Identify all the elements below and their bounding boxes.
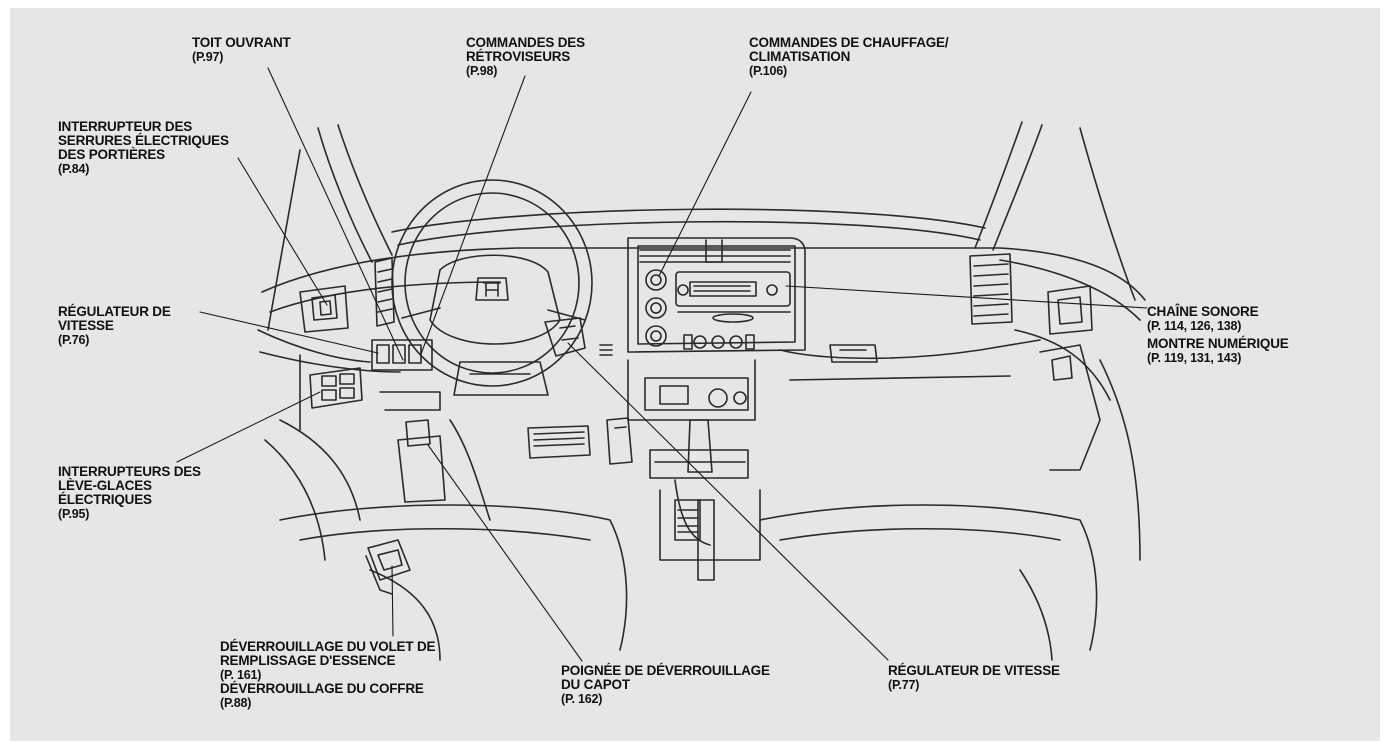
label-text: COMMANDES DES <box>466 35 585 50</box>
label-text: POIGNÉE DE DÉVERROUILLAGE <box>561 663 770 678</box>
label-regulateur-vitesse-right: RÉGULATEUR DE VITESSE (P.77) <box>888 663 1060 693</box>
leader-regulateur-right <box>567 342 889 661</box>
glovebox <box>789 344 1011 381</box>
page-ref: (P. 119, 131, 143) <box>1147 351 1242 365</box>
label-text: SERRURES ÉLECTRIQUES <box>58 133 229 148</box>
label-deverrouillage-essence: DÉVERROUILLAGE DU VOLET DE REMPLISSAGE D… <box>220 639 436 711</box>
leader-essence <box>391 565 394 637</box>
label-chaine-sonore: CHAÎNE SONORE (P. 114, 126, 138) MONTRE … <box>1147 304 1289 366</box>
audio-unit <box>675 271 791 350</box>
label-text: VITESSE <box>58 318 114 333</box>
label-text: DU CAPOT <box>561 677 630 692</box>
label-poignee-capot: POIGNÉE DE DÉVERROUILLAGE DU CAPOT (P. 1… <box>561 663 770 707</box>
pedals <box>527 417 633 465</box>
label-interrupteurs-leve-glaces: INTERRUPTEURS DES LÈVE-GLACES ÉLECTRIQUE… <box>58 464 201 522</box>
page-ref: (P.95) <box>58 507 90 521</box>
right-door <box>1039 285 1141 561</box>
steering-wheel <box>391 179 593 396</box>
leader-chauffage <box>658 91 752 277</box>
leader-regulateur-left <box>199 311 379 354</box>
label-regulateur-vitesse-left: RÉGULATEUR DE VITESSE (P.76) <box>58 304 171 348</box>
leader-lines <box>176 67 1148 662</box>
page-ref: (P. 161) <box>220 668 262 682</box>
label-text: REMPLISSAGE D'ESSENCE <box>220 653 396 668</box>
hood-release <box>397 419 491 521</box>
label-text: RÉGULATEUR DE VITESSE <box>888 663 1060 678</box>
label-text: INTERRUPTEUR DES <box>58 119 193 134</box>
left-window-switches <box>264 367 363 561</box>
left-switch-cluster <box>371 339 441 411</box>
leader-leveglaces <box>176 391 321 463</box>
label-text: DÉVERROUILLAGE DU VOLET DE <box>220 639 436 654</box>
leader-retro <box>420 75 526 355</box>
label-commandes-chauffage: COMMANDES DE CHAUFFAGE/ CLIMATISATION (P… <box>749 35 949 79</box>
page-ref: (P. 162) <box>561 692 603 706</box>
windshield-frame <box>267 121 1136 331</box>
left-door-lock <box>299 285 349 333</box>
label-text: CLIMATISATION <box>749 49 851 64</box>
label-interrupteur-serrures: INTERRUPTEUR DES SERRURES ÉLECTRIQUES DE… <box>58 119 229 177</box>
leader-toit <box>267 67 404 361</box>
illustration-panel <box>10 8 1380 741</box>
left-vent <box>374 257 395 327</box>
label-text: ÉLECTRIQUES <box>58 492 152 507</box>
label-text: RÉGULATEUR DE <box>58 304 171 319</box>
label-text: MONTRE NUMÉRIQUE <box>1147 336 1289 351</box>
leader-serrures <box>237 157 328 306</box>
label-text: CHAÎNE SONORE <box>1147 304 1259 319</box>
label-commandes-retroviseurs: COMMANDES DES RÉTROVISEURS (P.98) <box>466 35 585 79</box>
page-ref: (P.76) <box>58 333 90 347</box>
fuel-trunk-release <box>365 539 411 595</box>
page-ref: (P.97) <box>192 50 224 64</box>
label-text: RÉTROVISEURS <box>466 49 571 64</box>
page-ref: (P.77) <box>888 678 920 692</box>
center-console <box>599 344 761 581</box>
seats <box>279 504 1098 661</box>
label-toit-ouvrant: TOIT OUVRANT (P.97) <box>192 35 291 65</box>
page-ref: (P.88) <box>220 696 252 710</box>
label-text: DES PORTIÈRES <box>58 147 165 162</box>
page-ref: (P.84) <box>58 162 90 176</box>
right-vent <box>969 253 1013 325</box>
label-text: LÈVE-GLACES <box>58 478 152 493</box>
page-ref: (P.98) <box>466 64 498 78</box>
page-ref: (P.106) <box>749 64 787 78</box>
label-text: INTERRUPTEURS DES <box>58 464 201 479</box>
label-text: TOIT OUVRANT <box>192 35 291 50</box>
label-text: COMMANDES DE CHAUFFAGE/ <box>749 35 949 50</box>
dashboard-body <box>257 237 1146 431</box>
label-text: DÉVERROUILLAGE DU COFFRE <box>220 681 424 696</box>
leader-chaine <box>785 285 1148 309</box>
page-ref: (P. 114, 126, 138) <box>1147 319 1242 333</box>
climate-knobs <box>645 269 667 347</box>
leader-capot <box>427 444 583 662</box>
